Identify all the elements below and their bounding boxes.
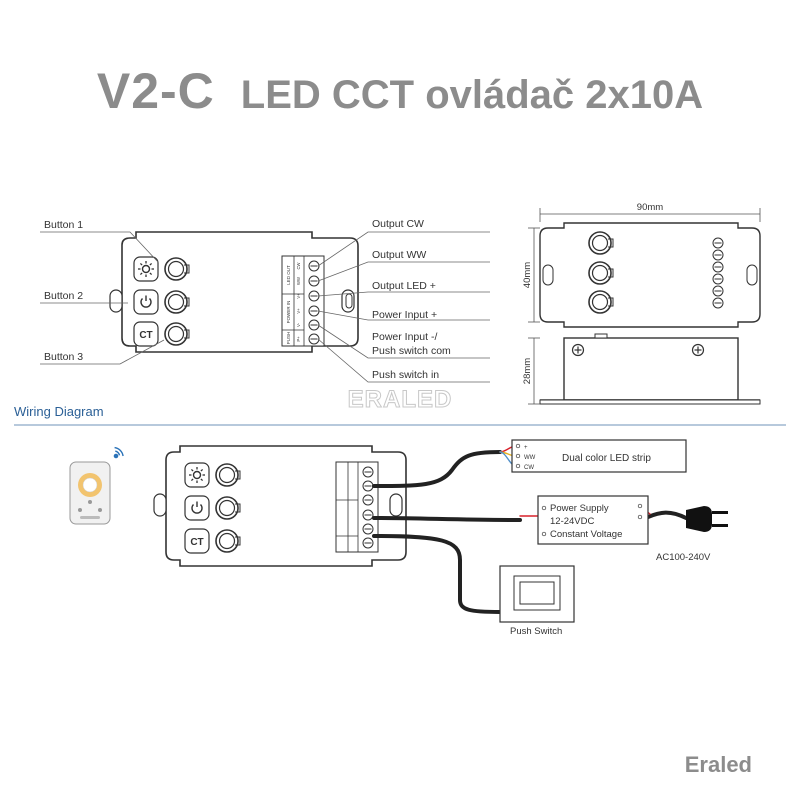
dimension-width: 90mm: [637, 202, 663, 213]
wireless-signal-icon: [113, 446, 124, 459]
mount-slot-right: [341, 289, 355, 313]
power-supply-line-1: Power Supply: [550, 503, 609, 514]
push-switch-label: Push Switch: [510, 626, 562, 637]
terminal-group-power-in: POWER IN: [286, 301, 291, 324]
pin-label-power-plus: V+: [296, 308, 301, 314]
callout-power-input-minus: Power Input -/: [372, 331, 437, 343]
led-pin-plus: +: [524, 445, 528, 451]
brightness-sun-icon: [189, 467, 205, 483]
power-supply-line-2: 12-24VDC: [550, 516, 594, 527]
brightness-sun-icon: [138, 261, 154, 277]
wiring-controller: CT: [153, 445, 407, 567]
wire-switch: [372, 534, 502, 614]
mount-hole-right: [345, 293, 353, 309]
side-view-body: [563, 337, 739, 401]
brand-name: Eraled: [684, 752, 752, 777]
callout-output-led-plus: Output LED +: [372, 280, 436, 292]
top-view-outline: [539, 222, 761, 328]
page-title: V2-C LED CCT ovládač 2x10A: [0, 62, 800, 120]
callout-button-2: Button 2: [44, 290, 83, 302]
callout-button-1: Button 1: [44, 219, 83, 231]
callout-push-switch-com: Push switch com: [372, 345, 451, 357]
terminal-group-led-out: LED OUT: [286, 265, 291, 285]
power-icon: [191, 501, 203, 514]
wire-led-bundle: [372, 450, 502, 488]
pin-label-power-minus: V-: [296, 322, 301, 327]
watermark: ERALED: [348, 386, 453, 413]
pin-label-led-plus: V+: [296, 293, 301, 299]
mount-slot-left: [109, 289, 123, 313]
power-supply-line-3: Constant Voltage: [550, 529, 622, 540]
ct-icon: CT: [190, 537, 203, 548]
wires: [372, 445, 688, 614]
product-name: LED CCT ovládač 2x10A: [240, 73, 704, 117]
pin-label-push: P+: [296, 336, 301, 342]
led-pin-ww: WW: [524, 455, 536, 461]
dimension-views: 90mm 40mm 28mm: [522, 202, 761, 405]
callout-output-ww: Output WW: [372, 249, 426, 261]
ac-plug-icon: [686, 506, 728, 532]
pin-label-cw: CW: [296, 262, 301, 269]
led-strip: + WW CW Dual color LED strip: [511, 439, 687, 473]
front-view: CT LED OUT POWER IN PUSH CW WW V+ V+ V- …: [40, 218, 490, 414]
led-strip-label: Dual color LED strip: [562, 453, 651, 464]
pin-label-ww: WW: [296, 277, 301, 285]
dimension-height: 40mm: [522, 262, 533, 288]
callout-output-cw: Output CW: [372, 218, 424, 230]
callout-push-switch-in: Push switch in: [372, 369, 439, 381]
terminal-block: [281, 255, 325, 347]
callout-power-input-plus: Power Input +: [372, 309, 437, 321]
terminal-group-push: PUSH: [286, 332, 291, 345]
ac-input-label: AC100-240V: [656, 552, 711, 563]
model-name: V2-C: [96, 63, 215, 119]
wire-power: [372, 516, 522, 522]
wiring-section-title: Wiring Diagram: [14, 404, 104, 419]
ct-icon: CT: [139, 330, 152, 341]
wire-ac: [646, 510, 688, 520]
power-icon: [140, 295, 152, 308]
led-pin-cw: CW: [524, 465, 534, 471]
remote-control: [69, 461, 111, 525]
push-switch: [499, 565, 575, 623]
dimension-depth: 28mm: [522, 358, 533, 384]
callout-button-3: Button 3: [44, 351, 83, 363]
power-supply: Power Supply 12-24VDC Constant Voltage: [537, 495, 649, 545]
